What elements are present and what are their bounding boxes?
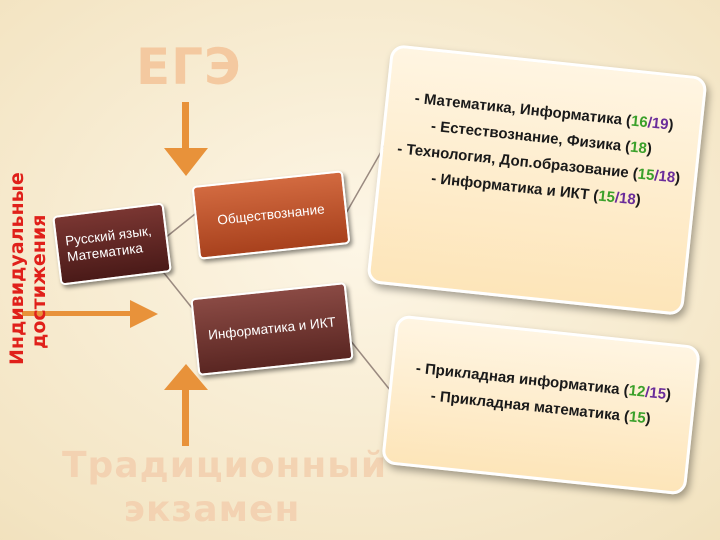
individual-achievements-label: Индивидуальные достижения [6,172,50,365]
connector-ikt-panel [349,339,391,391]
top-directions-panel: - Математика, Информатика (16/19) - Есте… [366,44,708,316]
arrow-right-individual [22,300,158,328]
arrow-down-ege [164,102,208,176]
connector-soc-panel [344,144,386,216]
individual-label-line1: Индивидуальные [6,172,28,365]
traditional-label-line2: экзамен [123,489,301,530]
russian-math-box: Русский язык, Математика [52,202,172,286]
informatics-box: Информатика и ИКТ [190,282,354,376]
bottom-directions-panel: - Прикладная информатика (12/15) - Прикл… [380,314,702,496]
social-studies-label: Обществознание [216,201,326,228]
traditional-label-line1: Традиционный [62,445,388,486]
traditional-exam-label: Традиционный экзамен [62,444,388,532]
individual-label-line2: достижения [28,214,50,349]
arrow-up-traditional [164,364,208,446]
social-studies-box: Обществознание [191,170,351,260]
ege-label: ЕГЭ [136,38,242,96]
informatics-label: Информатика и ИКТ [207,314,337,343]
